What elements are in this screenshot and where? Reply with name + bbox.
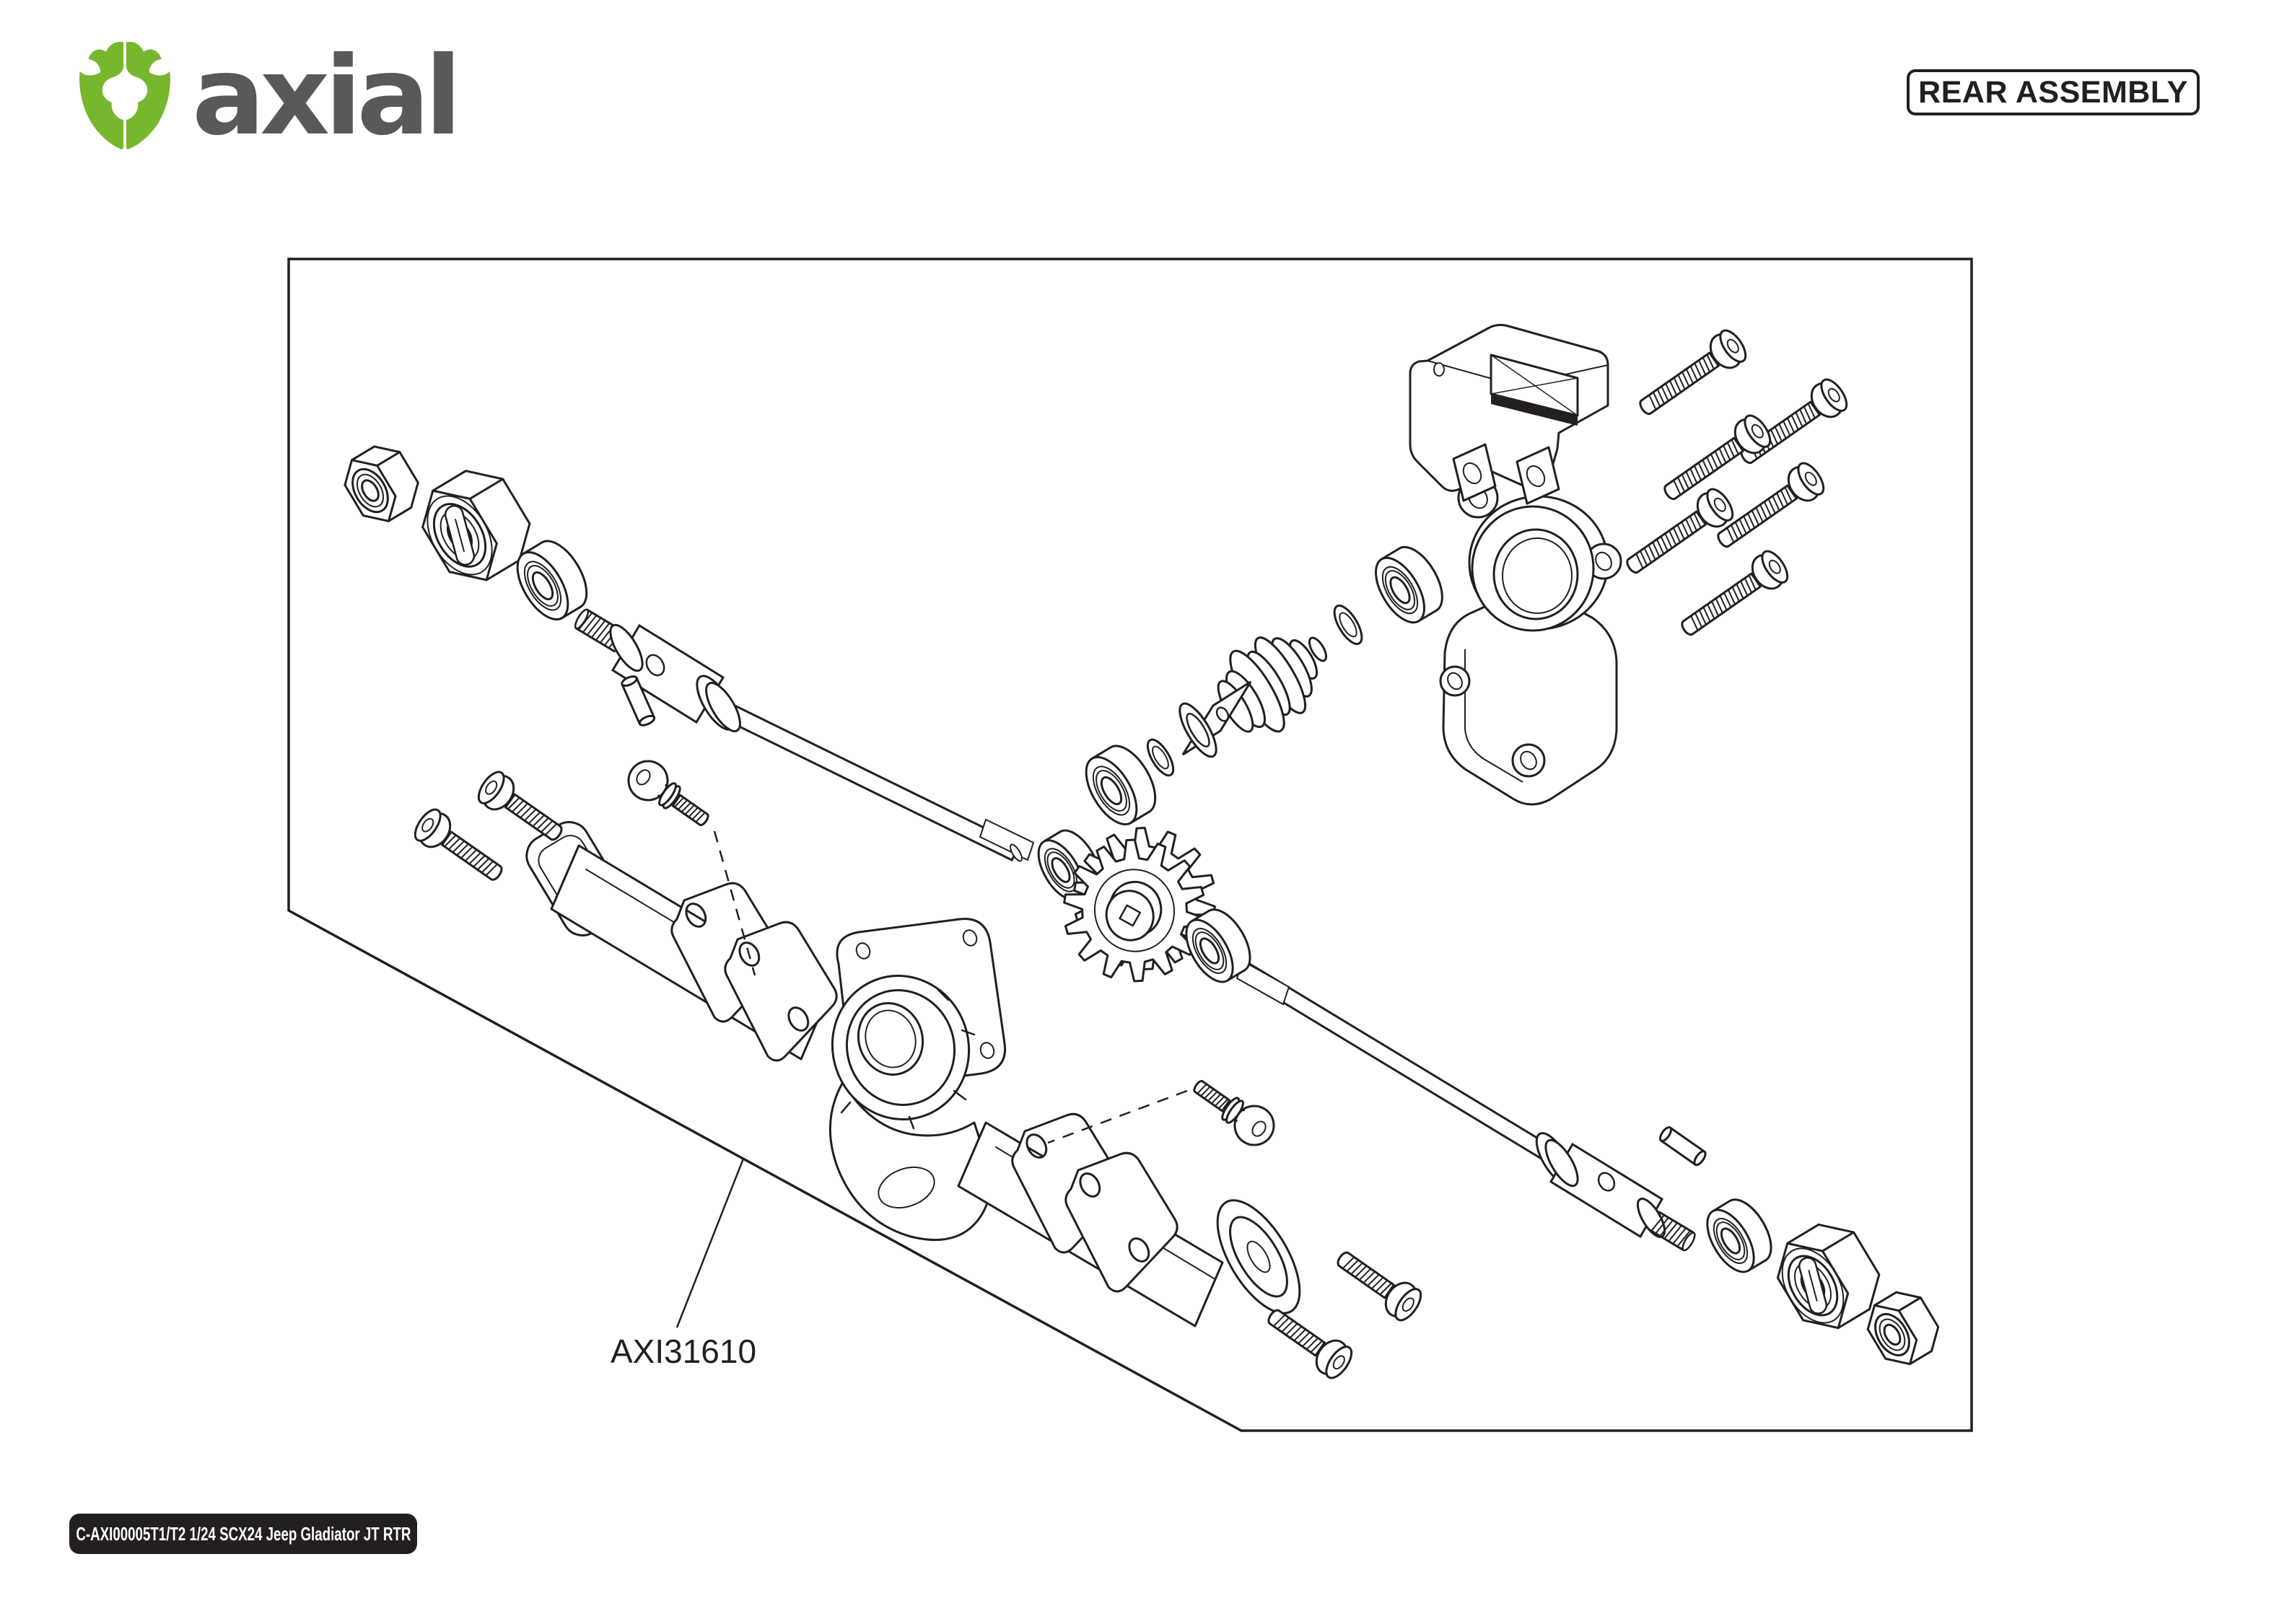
washer-slipper-rear xyxy=(1333,604,1363,646)
axle-housing xyxy=(525,821,1224,1327)
screw-cover-2 xyxy=(1267,1309,1353,1379)
screw-cover-1 xyxy=(1337,1251,1422,1322)
axle-shaft-upper xyxy=(574,608,1035,862)
screw-case-6 xyxy=(1681,550,1789,636)
pin-right xyxy=(1658,1126,1707,1167)
axial-logo-mark xyxy=(79,42,170,150)
axle-shaft-lower xyxy=(1236,960,1696,1252)
transmission-output-shaft xyxy=(1178,636,1328,758)
axial-logo: axial xyxy=(78,34,462,159)
bearing-left-outer xyxy=(516,540,588,621)
dashed-leader-lines xyxy=(713,830,1188,1144)
screw-case-5 xyxy=(1626,488,1734,574)
link-mount-upper-rear xyxy=(724,921,838,1062)
wheel-hex-right xyxy=(1776,1223,1881,1330)
axial-logo-text: axial xyxy=(192,34,462,159)
screw-case-1 xyxy=(1639,329,1747,416)
bearing-slipper-rear xyxy=(1374,545,1443,624)
part-number-label: AXI31610 xyxy=(611,1333,757,1370)
assembly-title-badge: REAR ASSEMBLY xyxy=(1907,69,2200,115)
motor-mount xyxy=(1409,323,1609,505)
bearing-gear-right xyxy=(1185,908,1251,983)
idler-gear xyxy=(1063,827,1216,983)
screw-link-upper-2 xyxy=(414,808,503,881)
panel-border xyxy=(287,258,1973,1432)
kit-id-text: C-AXI00005T1/T2 1/24 SCX24 Jeep Gladiato… xyxy=(76,1522,411,1545)
wheel-nut-right xyxy=(1866,1291,1940,1366)
ballstud-upper xyxy=(627,760,709,827)
part-leader-line xyxy=(675,1158,745,1328)
washer-slipper-front xyxy=(1146,738,1175,777)
ballstud-lower xyxy=(1193,1079,1275,1146)
gearbox-case xyxy=(1439,477,1622,806)
axle-tube-cap-right xyxy=(1216,1199,1301,1314)
bearing-right-outer xyxy=(1706,1198,1772,1273)
screw-case-4 xyxy=(1717,462,1825,548)
screw-case-3 xyxy=(1663,414,1772,501)
wheel-nut-left xyxy=(344,445,419,522)
bearing-slipper-front xyxy=(1085,745,1157,826)
cross-pin-hole-upper xyxy=(645,654,665,677)
screw-link-upper-1 xyxy=(477,771,563,841)
pin-left xyxy=(621,675,656,727)
wheel-hex-left xyxy=(421,470,531,581)
kit-id-badge: C-AXI00005T1/T2 1/24 SCX24 Jeep Gladiato… xyxy=(69,1514,417,1554)
cross-pin-hole-lower xyxy=(1597,1172,1616,1192)
assembly-title: REAR ASSEMBLY xyxy=(1918,74,2188,110)
